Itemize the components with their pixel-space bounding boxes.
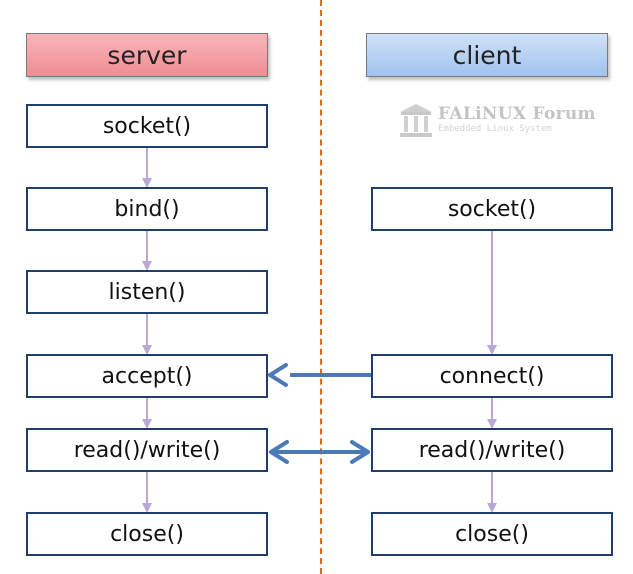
- logo-title: FALiNUX Forum: [438, 104, 596, 124]
- server-step-listen: listen(): [26, 270, 268, 314]
- client-step-label: connect(): [439, 363, 545, 389]
- server-step-label: accept(): [101, 363, 193, 389]
- server-step-accept: accept(): [26, 354, 268, 398]
- server-step-socket: socket(): [26, 104, 268, 148]
- server-step-close: close(): [26, 512, 268, 556]
- client-step-socket: socket(): [371, 187, 613, 231]
- client-header: client: [366, 33, 608, 77]
- server-step-read-write: read()/write(): [26, 428, 268, 472]
- falinux-forum-logo: FALiNUX Forum Embedded Linux System: [398, 100, 623, 140]
- server-step-label: close(): [110, 521, 184, 547]
- server-step-label: socket(): [102, 113, 192, 139]
- column-divider: [320, 0, 322, 574]
- data-exchange-arrow-right-head: [350, 440, 370, 464]
- client-step-read-write: read()/write(): [371, 428, 613, 472]
- client-step-label: socket(): [447, 196, 537, 222]
- client-step-connect: connect(): [371, 354, 613, 398]
- server-step-label: bind(): [114, 196, 180, 222]
- client-step-label: read()/write(): [418, 437, 566, 463]
- data-exchange-arrow-left-head: [269, 440, 289, 464]
- server-step-label: listen(): [108, 279, 186, 305]
- server-step-bind: bind(): [26, 187, 268, 231]
- logo-subtitle: Embedded Linux System: [438, 124, 552, 134]
- server-step-label: read()/write(): [73, 437, 221, 463]
- client-step-label: close(): [455, 521, 529, 547]
- temple-icon: [400, 104, 432, 137]
- server-header: server: [26, 33, 268, 77]
- client-header-label: client: [452, 40, 522, 70]
- server-header-label: server: [107, 40, 187, 70]
- client-step-close: close(): [371, 512, 613, 556]
- connect-arrow-head: [268, 363, 288, 387]
